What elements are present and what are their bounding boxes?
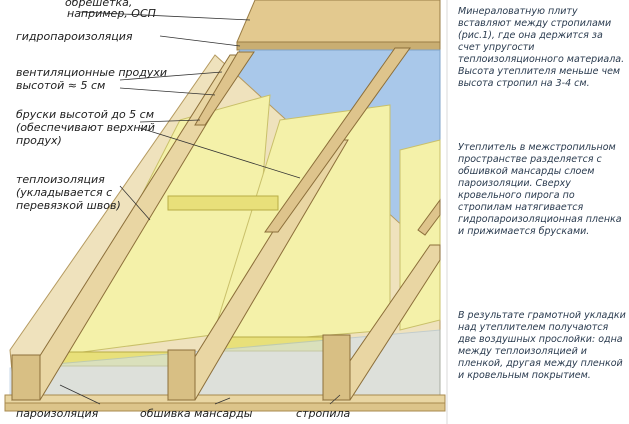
label-insulation-line3: перевязкой швов) (16, 199, 121, 212)
label-vents-line2: высотой ≈ 5 см (16, 79, 106, 92)
label-battens-line1: бруски высотой до 5 см (16, 108, 155, 121)
leader-lines (59, 11, 341, 405)
note-paragraph-3: В результате грамотной укладки над утепл… (458, 310, 626, 381)
label-sheathing-example: например, ОСП (67, 7, 156, 20)
osb-sheathing (236, 0, 441, 43)
batten-1 (194, 51, 255, 126)
rafter-1-top (11, 354, 41, 401)
label-vapor-barrier: пароизоляция (16, 407, 99, 420)
batten-2 (264, 47, 411, 233)
rafter-2-top (167, 349, 196, 401)
rafter-3-top (322, 334, 351, 401)
label-battens-line2: (обеспечивают верхний (16, 121, 155, 134)
note-paragraph-2: Утеплитель в межстропильном пространстве… (458, 142, 622, 237)
label-attic-lining: обшивка мансарды (140, 407, 253, 420)
label-insulation-line2: (укладывается с (16, 186, 113, 199)
label-vents-line1: вентиляционные продухи (16, 66, 168, 79)
label-battens-line3: продух) (16, 134, 62, 147)
note-paragraph-1: Минераловатную плиту вставляют между стр… (458, 6, 625, 89)
lining-board-1 (4, 394, 446, 404)
label-rafter: стропила (296, 407, 351, 420)
label-insulation-line1: теплоизоляция (16, 173, 105, 186)
lining-board-2 (4, 402, 446, 412)
insulation-strip-1 (167, 195, 279, 211)
label-hydro-barrier: гидропароизоляция (16, 30, 133, 43)
label-sheathing: обрешетка, (65, 0, 133, 9)
batten-3 (417, 198, 441, 236)
